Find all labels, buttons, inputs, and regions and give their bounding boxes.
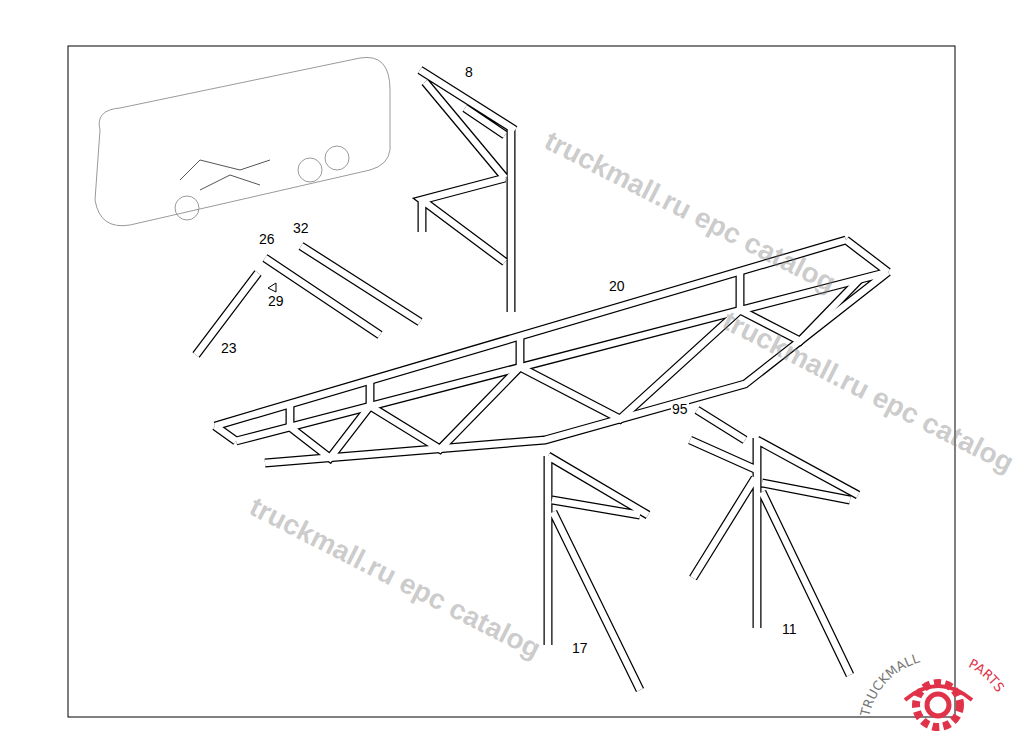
callout-number: 20 (608, 279, 626, 293)
callout-number: 17 (571, 641, 589, 655)
callout-number: 32 (292, 221, 310, 235)
watermark: truckmall.ru epc catalog (540, 126, 840, 297)
callout-number: 26 (258, 232, 276, 246)
watermark: truckmall.ru epc catalog (718, 306, 1018, 477)
callout-number: 95 (671, 402, 689, 416)
small-plate (268, 283, 276, 292)
callout-number: 23 (220, 341, 238, 355)
callout-number: 8 (464, 65, 474, 79)
truck-sketch (95, 57, 390, 225)
logo-text: PARTS (966, 656, 1007, 695)
callout-number: 11 (781, 622, 798, 636)
frame-parts (196, 70, 888, 690)
logo-text: TRUCKMALL (857, 650, 922, 718)
watermark: truckmall.ru epc catalog (245, 492, 545, 663)
callout-number: 29 (267, 294, 285, 308)
frame (68, 46, 955, 717)
logo-gear (905, 683, 972, 727)
